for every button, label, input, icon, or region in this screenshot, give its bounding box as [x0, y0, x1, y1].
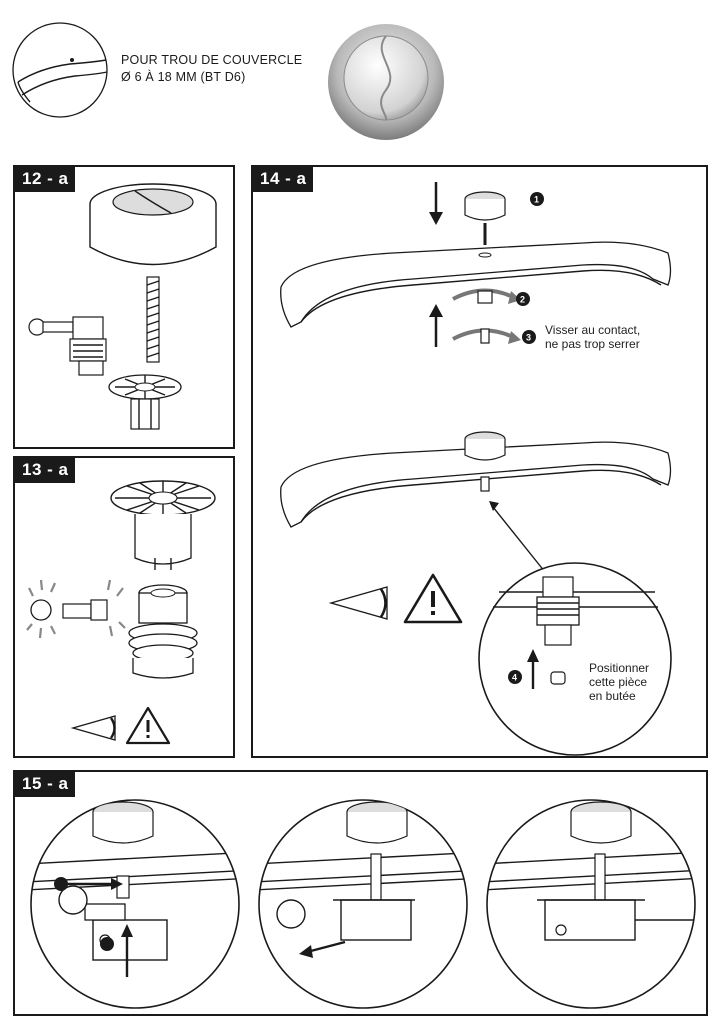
- header-line-2: Ø 6 À 18 MM (BT D6): [121, 70, 246, 84]
- panel-14a: 14 - a 1 2 3: [251, 165, 708, 758]
- panel-14a-label: 14 - a: [253, 167, 314, 192]
- note-positionner-line-2: cette pièce: [589, 675, 648, 689]
- eye-icon: [70, 715, 116, 741]
- note-visser: Visser au contact, ne pas trop serrer: [545, 323, 640, 351]
- panel-13a-drawing: [26, 480, 216, 745]
- panel-12a: 12 - a: [13, 165, 235, 449]
- step-4-label: 4: [512, 673, 517, 683]
- warning-icon: [403, 573, 463, 624]
- eye-icon: [328, 586, 388, 620]
- arrow-down-icon: [429, 182, 443, 225]
- chrome-button-photo: [326, 20, 446, 142]
- panel-12a-label: 12 - a: [15, 167, 76, 192]
- panel-15a-drawing: [30, 799, 696, 1009]
- header-line-1: POUR TROU DE COUVERCLE: [121, 53, 303, 67]
- step-3-label: 3: [526, 333, 531, 343]
- note-positionner: Positionner cette pièce en butée: [589, 661, 649, 703]
- header-text: POUR TROU DE COUVERCLE Ø 6 À 18 MM (BT D…: [121, 52, 302, 86]
- note-visser-line-2: ne pas trop serrer: [545, 337, 640, 351]
- panel-14a-drawing: 1 2 3: [280, 182, 672, 756]
- arrow-up-icon: [527, 649, 539, 689]
- lid-hole-icon: [12, 22, 108, 118]
- panel-13a: 13 - a: [13, 456, 235, 758]
- lid-hole-illustration: [10, 20, 110, 120]
- panel-13a-label: 13 - a: [15, 458, 76, 483]
- note-positionner-line-3: en butée: [589, 689, 636, 703]
- step-2-label: 2: [520, 295, 525, 305]
- note-positionner-line-1: Positionner: [589, 661, 650, 675]
- dual-flush-button-icon: [328, 24, 444, 140]
- arrow-up-icon: [429, 304, 443, 347]
- note-visser-line-1: Visser au contact,: [545, 323, 641, 337]
- warning-icon: [125, 706, 171, 745]
- panel-12a-drawing: [28, 183, 217, 430]
- step-1-label: 1: [534, 195, 539, 205]
- panel-15a: 15 - a: [13, 770, 708, 1016]
- panel-15a-label: 15 - a: [15, 772, 76, 797]
